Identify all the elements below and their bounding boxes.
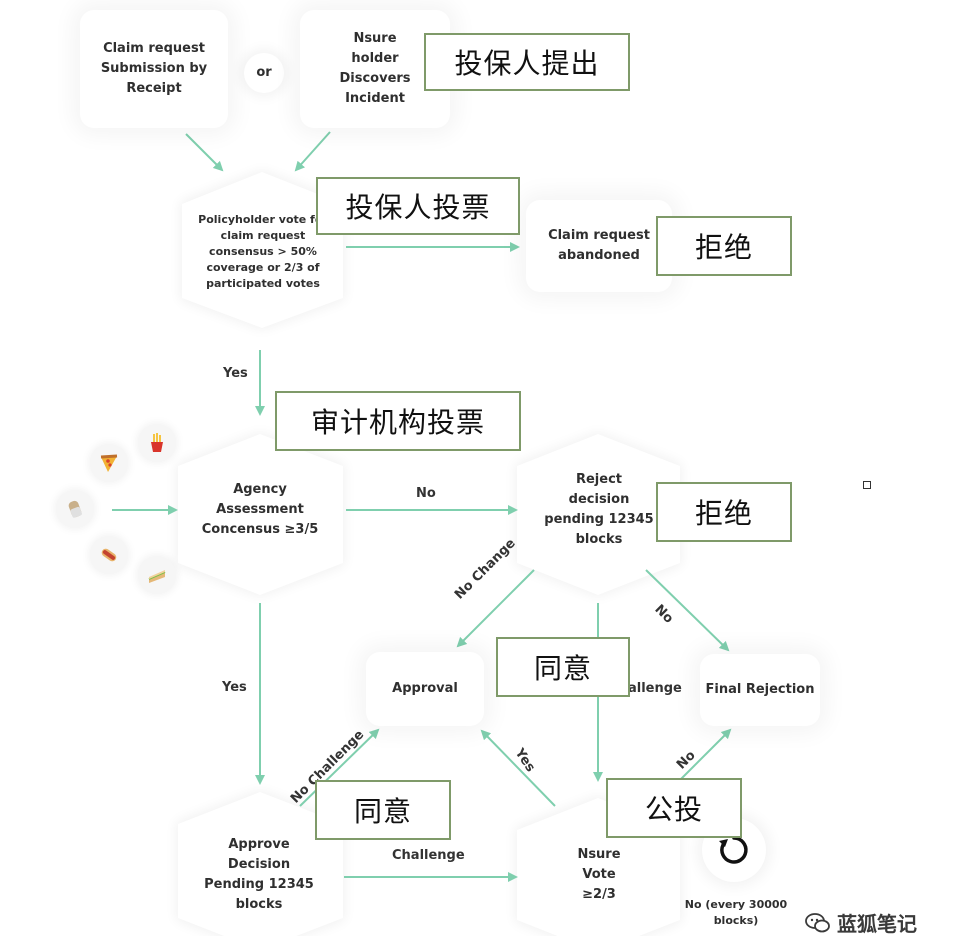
annotation-holder-vote: 投保人投票 [316, 177, 520, 235]
edge-label-yes-1: Yes [223, 366, 248, 381]
arrow-nsure-to-final [679, 728, 732, 781]
node-claim-receipt: Claim request Submission by Receipt [80, 10, 228, 128]
hex-agency [178, 434, 343, 595]
node-claim-abandoned-label: Claim request abandoned [548, 228, 650, 263]
annotation-reject-2: 拒绝 [656, 482, 792, 542]
annotation-holder-submit: 投保人提出 [424, 33, 630, 91]
sandwich-icon [138, 556, 176, 594]
watermark: 蓝狐笔记 [805, 908, 917, 937]
annotation-agency-vote: 审计机构投票 [275, 391, 521, 451]
edge-label-challenge-partial: allenge [628, 681, 682, 696]
arrows [112, 131, 732, 882]
node-approve-pending: Approve Decision Pending 12345 blocks [200, 830, 318, 920]
hotdog-icon [90, 536, 128, 574]
annotation-public-vote: 公投 [606, 778, 742, 838]
node-or-label: or [256, 65, 272, 80]
hex-reject-pending [517, 434, 680, 595]
arrow-reject-to-final [645, 569, 730, 652]
node-policyholder-vote-label: Policyholder vote for claim request cons… [198, 213, 328, 290]
node-nsure-vote-label: Nsure Vote ≥2/3 [577, 847, 621, 902]
node-final-rejection: Final Rejection [700, 654, 820, 726]
node-reject-pending: Reject decision pending 12345 blocks [540, 468, 658, 552]
node-reject-pending-label: Reject decision pending 12345 blocks [544, 472, 654, 547]
node-approval: Approval [366, 652, 484, 726]
fries-icon [138, 424, 176, 462]
node-approve-pending-label: Approve Decision Pending 12345 blocks [204, 837, 314, 912]
small-square-marker [863, 481, 871, 489]
node-agency-consensus-label: Agency Assessment Concensus ≥3/5 [201, 482, 319, 537]
node-agency-consensus: Agency Assessment Concensus ≥3/5 [196, 468, 324, 552]
node-no-every: No (every 30000 blocks) [682, 890, 790, 936]
annotation-agree-1: 同意 [496, 637, 630, 697]
edge-label-challenge: Challenge [392, 848, 465, 863]
arrow-nsure-to-approval [480, 729, 556, 807]
arrow-approve-to-approval [299, 728, 380, 807]
node-claim-abandoned: Claim request abandoned [526, 200, 672, 292]
node-no-every-label: No (every 30000 blocks) [684, 898, 788, 927]
edge-label-no-1: No [416, 486, 436, 501]
burrito-icon [56, 490, 94, 528]
arrow-receipt-to-vote [185, 133, 224, 172]
node-policyholder-vote: Policyholder vote for claim request cons… [190, 196, 336, 308]
hex-backgrounds [176, 170, 682, 936]
node-final-rejection-label: Final Rejection [705, 682, 815, 697]
pizza-icon [90, 444, 128, 482]
watermark-text: 蓝狐笔记 [837, 912, 917, 936]
hex-approve-pending [178, 792, 343, 936]
node-nsure-vote: Nsure Vote ≥2/3 [560, 840, 638, 910]
node-holder-discovers-label: Nsure holder Discovers Incident [339, 31, 411, 106]
arrow-reject-to-approval [456, 569, 535, 648]
edge-label-yes-2: Yes [222, 680, 247, 695]
node-claim-receipt-label: Claim request Submission by Receipt [100, 41, 208, 96]
annotation-reject-1: 拒绝 [656, 216, 792, 276]
wechat-icon [805, 912, 830, 932]
arrow-discovers-to-vote [294, 131, 331, 172]
node-or: or [244, 53, 284, 93]
annotation-agree-2: 同意 [315, 780, 451, 840]
hex-policyholder-vote [182, 172, 343, 328]
node-approval-label: Approval [392, 681, 458, 696]
